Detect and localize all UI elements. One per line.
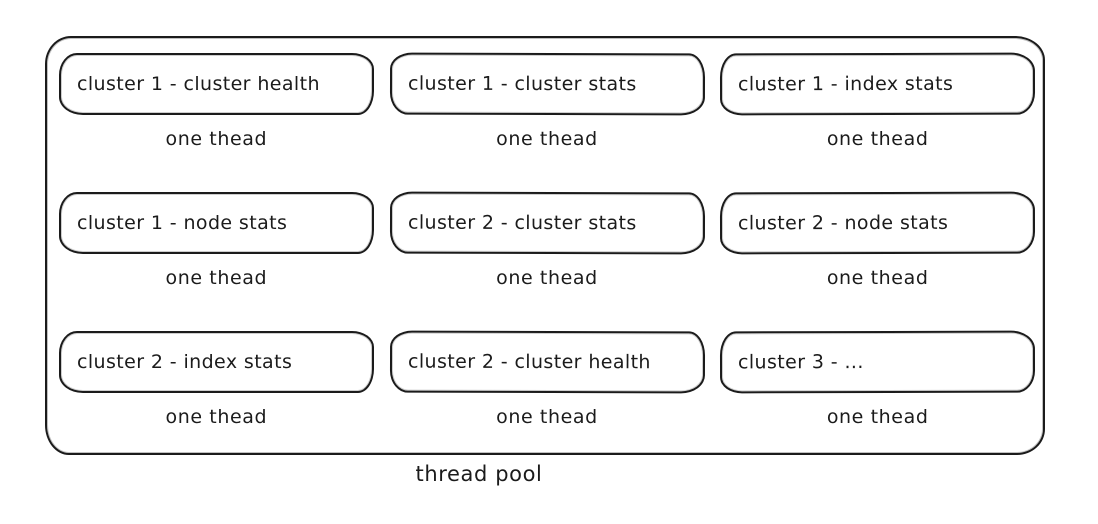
thread-caption: one thead <box>826 128 929 150</box>
task-grid: cluster 1 - cluster health one thead clu… <box>59 52 1036 432</box>
thread-cell-7: cluster 2 - index stats one thead <box>59 331 374 432</box>
thread-caption: one thead <box>826 406 929 428</box>
task-box-cluster1-cluster-stats: cluster 1 - cluster stats <box>389 52 705 116</box>
thread-caption: one thead <box>496 406 598 428</box>
task-label: cluster 1 - cluster health <box>77 73 320 95</box>
task-label: cluster 1 - cluster stats <box>407 72 637 96</box>
task-label: cluster 3 - ... <box>738 351 865 374</box>
thread-caption: one thead <box>165 406 268 428</box>
thread-caption: one thead <box>165 267 268 289</box>
task-box-cluster2-cluster-stats: cluster 2 - cluster stats <box>389 191 705 255</box>
task-label: cluster 2 - node stats <box>738 211 949 235</box>
thread-cell-8: cluster 2 - cluster health one thead <box>389 330 705 432</box>
task-label: cluster 1 - index stats <box>738 72 954 96</box>
task-label: cluster 1 - node stats <box>77 212 288 234</box>
thread-cell-4: cluster 1 - node stats one thead <box>59 192 374 293</box>
thread-caption: one thead <box>826 267 929 289</box>
task-label: cluster 2 - cluster stats <box>407 211 637 235</box>
thread-cell-2: cluster 1 - cluster stats one thead <box>389 52 705 154</box>
thread-cell-3: cluster 1 - index stats one thead <box>720 52 1036 154</box>
thread-caption: one thead <box>496 128 598 150</box>
task-box-cluster2-index-stats: cluster 2 - index stats <box>59 331 374 393</box>
thread-pool-container: cluster 1 - cluster health one thead clu… <box>45 36 1045 455</box>
task-label: cluster 2 - index stats <box>77 351 293 373</box>
thread-caption: one thead <box>165 128 268 150</box>
thread-cell-9: cluster 3 - ... one thead <box>720 330 1036 432</box>
thread-cell-6: cluster 2 - node stats one thead <box>720 191 1036 293</box>
task-box-cluster1-node-stats: cluster 1 - node stats <box>59 192 374 254</box>
thread-pool-label: thread pool <box>415 462 543 486</box>
task-box-cluster1-index-stats: cluster 1 - index stats <box>720 52 1036 116</box>
task-box-cluster2-node-stats: cluster 2 - node stats <box>720 191 1036 255</box>
task-box-cluster1-cluster-health: cluster 1 - cluster health <box>59 53 374 115</box>
task-label: cluster 2 - cluster health <box>407 350 651 374</box>
thread-caption: one thead <box>496 267 598 289</box>
task-box-cluster2-cluster-health: cluster 2 - cluster health <box>389 330 705 394</box>
thread-cell-5: cluster 2 - cluster stats one thead <box>389 191 705 293</box>
task-box-cluster3-ellipsis: cluster 3 - ... <box>720 330 1036 394</box>
thread-cell-1: cluster 1 - cluster health one thead <box>59 53 374 154</box>
